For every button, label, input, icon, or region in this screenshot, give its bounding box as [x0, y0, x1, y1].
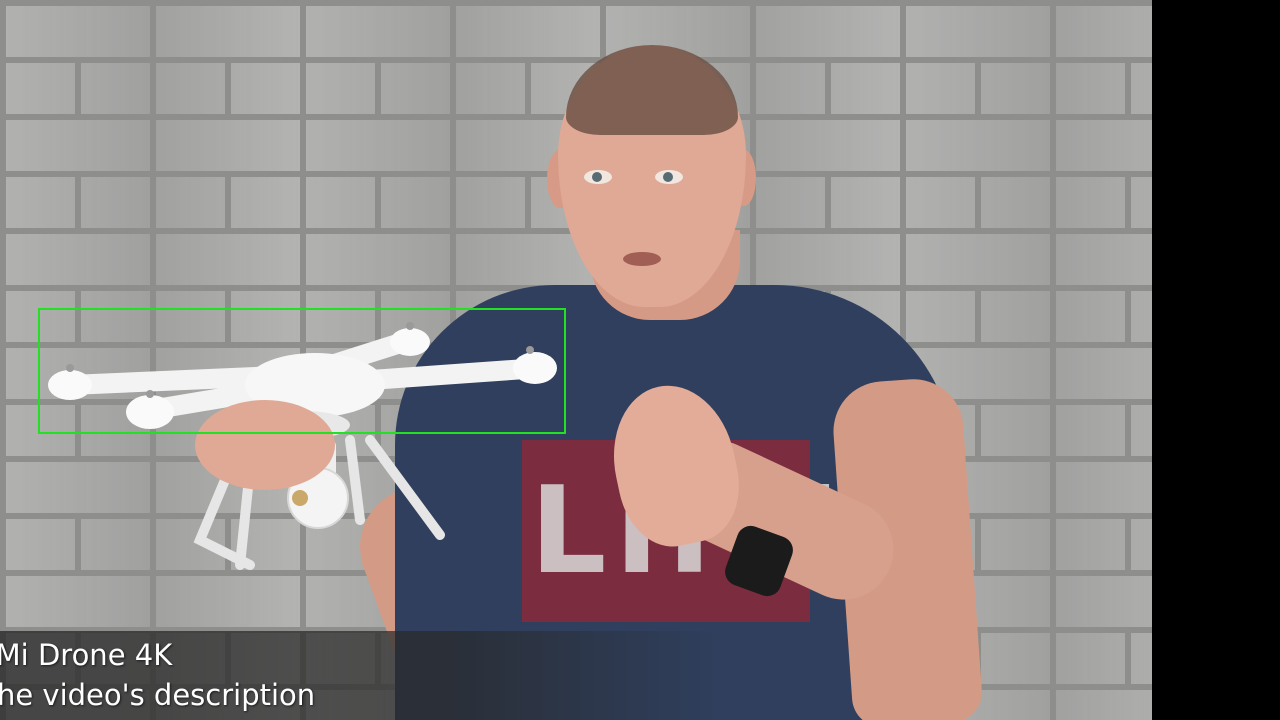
detection-bounding-box	[38, 308, 566, 434]
presenter-left-hand	[195, 400, 335, 490]
caption-line-1: hi Mi Drone 4K	[0, 638, 173, 672]
video-frame: LIFE	[0, 0, 1152, 720]
presenter: LIFE	[343, 45, 984, 720]
drone-camera-accent	[292, 490, 308, 506]
caption-line-2: n the video's description	[0, 678, 316, 712]
drone	[48, 322, 557, 570]
drone-motor-tips	[66, 322, 534, 398]
letterbox-bar	[1152, 0, 1280, 720]
caption-bar	[0, 631, 1152, 720]
presenter-right-eye	[655, 170, 683, 184]
presenter-mouth	[623, 252, 661, 266]
drone-motors	[48, 328, 557, 429]
presenter-left-eye	[584, 170, 612, 184]
